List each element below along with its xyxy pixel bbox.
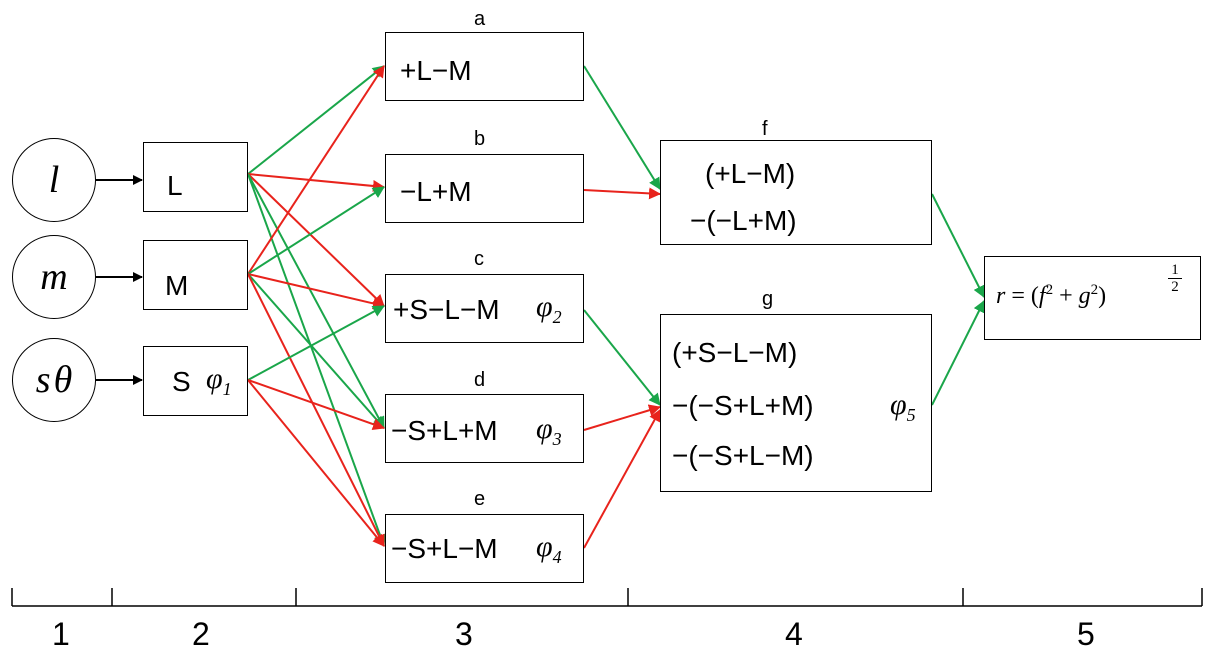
- wire-a-to-f: [583, 65, 661, 190]
- cone-M-label: M: [165, 270, 189, 301]
- formula-r: r: [996, 283, 1006, 309]
- phi-symbol: φ: [206, 362, 223, 395]
- node-g-line2: −(−S+L+M): [672, 390, 814, 421]
- phi-subscript: 1: [222, 379, 232, 399]
- node-c-box: [385, 274, 584, 343]
- stage-label-1: 1: [52, 616, 70, 652]
- input-m-symbol: m: [40, 256, 68, 298]
- node-b-label: b: [474, 128, 486, 150]
- node-a-label: a: [474, 8, 486, 30]
- output-r-box: [984, 256, 1201, 340]
- phi-symbol: φ: [536, 290, 553, 323]
- stage-label-4: 4: [785, 616, 803, 652]
- stage-label-2: 2: [192, 616, 210, 652]
- stage-label-3: 3: [455, 616, 473, 652]
- formula-close-paren: ): [1098, 283, 1107, 309]
- node-b-box: [385, 154, 584, 223]
- node-d-label: d: [474, 369, 486, 391]
- phi-1-label: φ1: [206, 362, 232, 400]
- output-formula: r = (f2 + g2): [996, 282, 1106, 310]
- node-b-text: −L+M: [400, 176, 472, 207]
- wire-M-to-e: [247, 273, 385, 547]
- wire-d-to-g: [583, 404, 661, 431]
- phi-2-label: φ2: [536, 290, 562, 328]
- wire-g-to-r: [931, 300, 985, 406]
- formula-fraction-exponent: 1 2: [1168, 262, 1182, 295]
- phi-symbol: φ: [890, 388, 907, 421]
- phi-symbol: φ: [536, 530, 553, 563]
- cone-L-box: [143, 142, 248, 212]
- input-theta-symbol: θ: [53, 359, 73, 401]
- node-f-label: f: [762, 118, 768, 140]
- wire-f-to-r: [931, 193, 985, 298]
- formula-open-paren: (: [1030, 283, 1039, 309]
- wire-M-to-d: [247, 273, 385, 429]
- node-e-label: e: [474, 488, 486, 510]
- node-a-text: +L−M: [400, 55, 472, 86]
- node-f-line1: (+L−M): [705, 158, 796, 189]
- node-g-label: g: [762, 288, 774, 310]
- fraction-denominator: 2: [1168, 278, 1182, 295]
- wire-L-to-e: [247, 173, 386, 547]
- wire-L-to-c: [247, 173, 385, 307]
- formula-equals: =: [1011, 283, 1025, 309]
- wire-L-to-b: [247, 173, 385, 192]
- node-e-text: −S+L−M: [391, 533, 498, 564]
- node-d-text: −S+L+M: [391, 415, 498, 446]
- wire-S-to-c: [247, 305, 385, 381]
- node-c-label: c: [474, 248, 484, 270]
- phi-3-label: φ3: [536, 412, 562, 450]
- fraction-numerator: 1: [1171, 262, 1179, 278]
- wire-M-to-a: [247, 65, 385, 275]
- input-m-circle: m: [12, 235, 96, 319]
- node-g-line1: (+S−L−M): [672, 337, 798, 368]
- phi-subscript: 5: [906, 405, 916, 425]
- formula-f: f: [1038, 283, 1046, 309]
- phi-4-label: φ4: [536, 530, 562, 568]
- cone-S-label: S: [172, 366, 191, 397]
- node-e-box: [385, 514, 584, 583]
- phi-subscript: 3: [552, 429, 562, 449]
- input-l-symbol: l: [48, 159, 60, 201]
- wire-M-to-c: [247, 273, 385, 310]
- phi-symbol: φ: [536, 412, 553, 445]
- node-a-box: [385, 32, 584, 101]
- phi-5-label: φ5: [890, 388, 916, 426]
- cone-M-box: [143, 240, 248, 310]
- stage-label-5: 5: [1077, 616, 1095, 652]
- wire-c-to-g: [583, 309, 661, 406]
- cone-L-label: L: [167, 170, 183, 201]
- node-f-box: [660, 140, 932, 245]
- input-s-symbol: s: [35, 359, 51, 401]
- wire-L-to-d: [247, 173, 385, 429]
- formula-exponent: 2: [1090, 282, 1099, 298]
- phi-subscript: 4: [552, 547, 562, 567]
- formula-exponent: 2: [1045, 282, 1054, 298]
- node-f-line2: −(−L+M): [690, 205, 797, 236]
- node-g-line3: −(−S+L−M): [672, 440, 814, 471]
- wire-b-to-f: [583, 187, 661, 200]
- node-c-text: +S−L−M: [393, 294, 500, 325]
- node-d-box: [385, 394, 584, 463]
- input-l-circle: l: [12, 138, 96, 222]
- wire-L-to-a: [247, 65, 385, 175]
- cone-S-box: [143, 346, 248, 416]
- phi-subscript: 2: [552, 307, 562, 327]
- formula-g: g: [1078, 283, 1091, 309]
- wire-e-to-g: [583, 409, 661, 549]
- node-g-box: [660, 314, 932, 492]
- wire-S-to-d: [247, 379, 385, 430]
- wire-S-to-e: [247, 379, 385, 547]
- wire-M-to-b: [247, 186, 385, 275]
- formula-plus: +: [1059, 283, 1073, 309]
